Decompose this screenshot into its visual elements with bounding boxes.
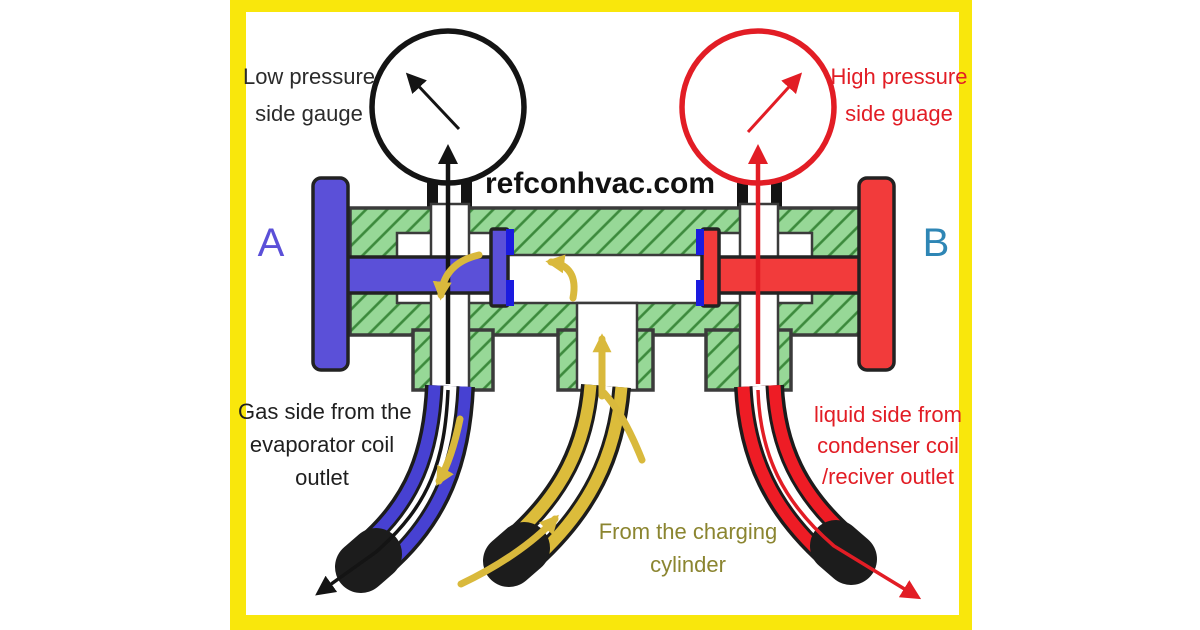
gas-hose-label: Gas side from the evaporator coil outlet	[238, 399, 412, 490]
valve-b-stem	[714, 255, 868, 295]
valve-a-seat	[506, 229, 514, 306]
valve-b	[696, 176, 896, 372]
refrigerant-flow-arrows	[432, 251, 646, 588]
valve-a-head	[489, 227, 510, 308]
valve-a-letter: A	[258, 221, 285, 265]
high-pressure-gauge-label: High pressure side guage	[830, 64, 968, 126]
flow-arrow-central	[545, 254, 578, 302]
flow-streak-charging	[600, 389, 646, 464]
valve-a	[311, 176, 514, 372]
valve-b-letter: B	[923, 221, 950, 265]
flow-arrow-valve-a	[432, 251, 483, 301]
low-gauge-needle	[405, 72, 461, 131]
central-channel	[503, 253, 707, 305]
low-pressure-gauge	[369, 28, 527, 186]
liquid-hose-label: liquid side from condenser coil /reciver…	[814, 402, 962, 489]
valve-b-seat	[696, 229, 704, 306]
high-side-flow-arrows	[748, 144, 922, 600]
charging-port	[575, 301, 639, 392]
watermark: refconhvac.com	[484, 167, 716, 200]
valve-a-handle	[311, 176, 350, 372]
valve-b-handle	[857, 176, 896, 372]
gauge-posts	[427, 182, 782, 212]
flow-arrow-gas-hose	[435, 415, 464, 486]
low-side-flow-arrows	[315, 144, 458, 596]
high-gauge-needle	[746, 72, 803, 134]
flow-arrow-charging-hose	[457, 514, 559, 588]
charging-hose-label: From the charging cylinder	[598, 519, 778, 577]
charging-hose	[483, 383, 631, 587]
valve-a-stem	[342, 255, 496, 295]
low-pressure-gauge-label: Low pressure side gauge	[242, 64, 376, 126]
gas-hose-cuff	[335, 528, 402, 593]
valve-b-head	[700, 227, 721, 308]
